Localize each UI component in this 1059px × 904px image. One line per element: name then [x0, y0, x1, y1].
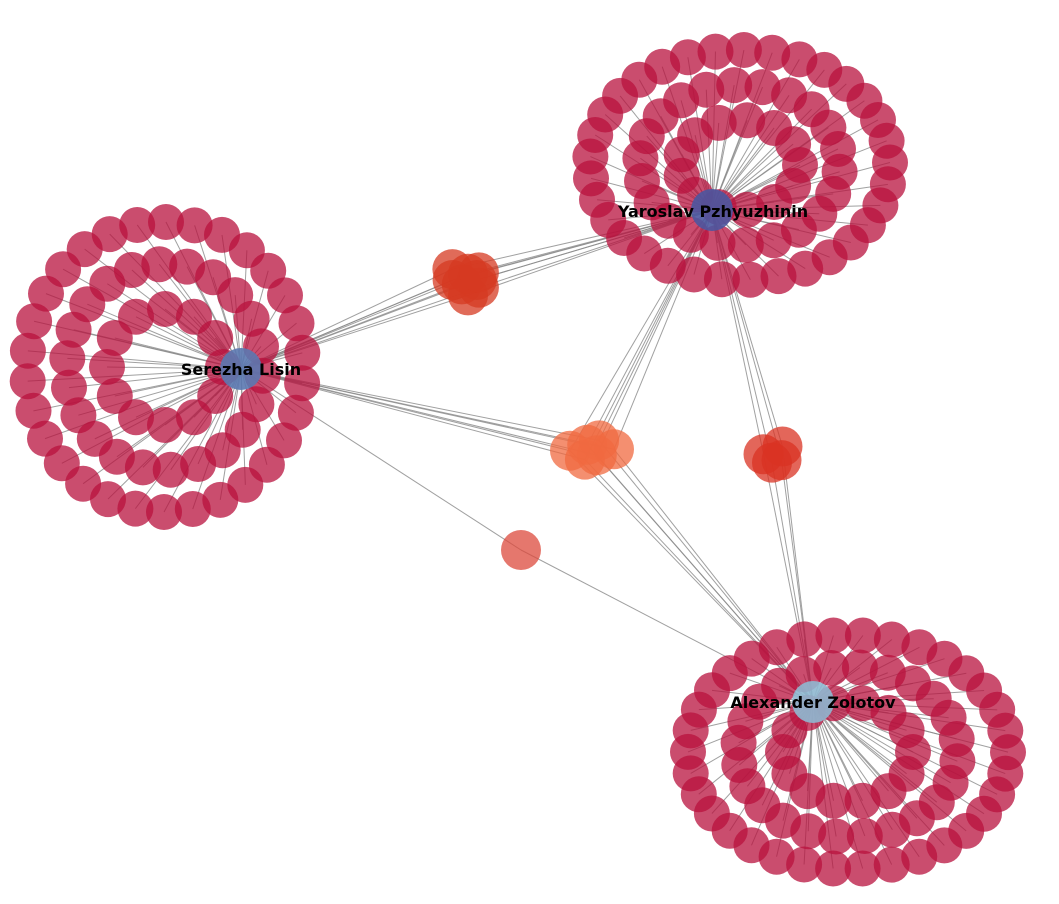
leaf-node[interactable] — [786, 846, 823, 883]
shared-node[interactable] — [501, 530, 541, 570]
leaf-node[interactable] — [939, 743, 976, 780]
leaf-node[interactable] — [703, 261, 740, 298]
leaf-node[interactable] — [277, 394, 314, 431]
leaf-node[interactable] — [755, 222, 792, 259]
leaf-node[interactable] — [844, 850, 881, 887]
edge — [240, 283, 462, 370]
leaf-node[interactable] — [119, 207, 156, 243]
hub-label-yaroslav: Yaroslav Pzhyuzhinin — [617, 202, 808, 221]
leaf-node[interactable] — [60, 397, 97, 434]
leaf-node[interactable] — [278, 305, 315, 342]
leaf-node[interactable] — [725, 32, 762, 68]
leaf-node[interactable] — [284, 365, 321, 402]
leaf-node[interactable] — [267, 277, 303, 314]
leaf-node[interactable] — [284, 334, 321, 371]
leaf-node[interactable] — [669, 39, 706, 76]
leaf-node[interactable] — [180, 446, 217, 482]
leaf-node[interactable] — [818, 818, 855, 855]
leaf-node[interactable] — [844, 617, 881, 654]
leaf-node[interactable] — [117, 490, 154, 527]
leaf-node[interactable] — [758, 629, 795, 666]
leaf-node[interactable] — [966, 795, 1002, 832]
leaf-node[interactable] — [786, 621, 823, 658]
leaf-node[interactable] — [15, 392, 52, 429]
leaf-node[interactable] — [148, 204, 184, 240]
leaf-node[interactable] — [176, 399, 212, 436]
shared-node[interactable] — [761, 440, 802, 481]
leaf-node[interactable] — [89, 349, 125, 385]
hub-node-alexander[interactable] — [792, 681, 834, 723]
leaf-node[interactable] — [813, 650, 850, 686]
leaf-node[interactable] — [113, 252, 150, 288]
leaf-node[interactable] — [846, 818, 883, 854]
hub-node-serezha[interactable] — [220, 348, 262, 390]
hub-nodes-layer — [220, 189, 834, 723]
leaf-node[interactable] — [815, 617, 852, 654]
leaf-node[interactable] — [815, 850, 852, 887]
leaf-node[interactable] — [147, 407, 183, 443]
leaf-node[interactable] — [727, 226, 764, 263]
edge — [240, 294, 469, 370]
leaf-node[interactable] — [821, 153, 858, 190]
hub-label-alexander: Alexander Zolotov — [730, 693, 896, 712]
leaf-node[interactable] — [760, 258, 797, 295]
leaf-node[interactable] — [775, 126, 812, 163]
leaf-node[interactable] — [844, 782, 881, 819]
leaf-node[interactable] — [152, 451, 189, 488]
leaf-node[interactable] — [266, 422, 302, 459]
leaf-node[interactable] — [141, 246, 178, 283]
leaf-node[interactable] — [732, 261, 769, 298]
leaf-nodes-layer — [9, 32, 1026, 887]
leaf-node[interactable] — [754, 34, 791, 71]
leaf-node[interactable] — [197, 320, 234, 356]
leaf-node[interactable] — [9, 332, 46, 369]
leaf-node[interactable] — [729, 191, 766, 228]
leaf-node[interactable] — [174, 491, 211, 527]
leaf-node[interactable] — [716, 67, 753, 104]
hub-label-serezha: Serezha Lisin — [181, 360, 301, 379]
edge — [812, 701, 893, 831]
leaf-node[interactable] — [96, 378, 133, 414]
leaf-node[interactable] — [697, 33, 734, 70]
leaf-node[interactable] — [91, 216, 128, 253]
shared-node[interactable] — [458, 252, 499, 293]
leaf-node[interactable] — [688, 71, 725, 108]
leaf-node[interactable] — [9, 363, 46, 400]
leaf-node[interactable] — [176, 207, 213, 244]
edge — [613, 448, 814, 703]
hub-labels-layer: Serezha Lisin Yaroslav Pzhyuzhinin Alexa… — [181, 202, 896, 712]
leaf-node[interactable] — [873, 846, 910, 883]
shared-node[interactable] — [594, 429, 634, 470]
leaf-node[interactable] — [146, 494, 182, 530]
leaf-node[interactable] — [16, 303, 53, 340]
leaf-node[interactable] — [49, 340, 86, 377]
leaf-node[interactable] — [202, 481, 239, 518]
leaf-node[interactable] — [27, 420, 63, 457]
leaf-node[interactable] — [233, 300, 270, 337]
leaf-node[interactable] — [874, 811, 911, 848]
leaf-node[interactable] — [849, 207, 886, 244]
leaf-node[interactable] — [147, 291, 183, 327]
leaf-node[interactable] — [700, 104, 737, 141]
leaf-node[interactable] — [873, 621, 910, 658]
leaf-node[interactable] — [841, 649, 878, 686]
leaf-node[interactable] — [888, 712, 925, 749]
edge — [584, 459, 814, 703]
leaf-node[interactable] — [118, 298, 154, 335]
edge — [240, 287, 480, 370]
leaf-node[interactable] — [51, 369, 87, 406]
leaf-node[interactable] — [901, 838, 938, 875]
shared-nodes-layer — [432, 249, 803, 570]
hub-node-yaroslav[interactable] — [691, 189, 733, 231]
